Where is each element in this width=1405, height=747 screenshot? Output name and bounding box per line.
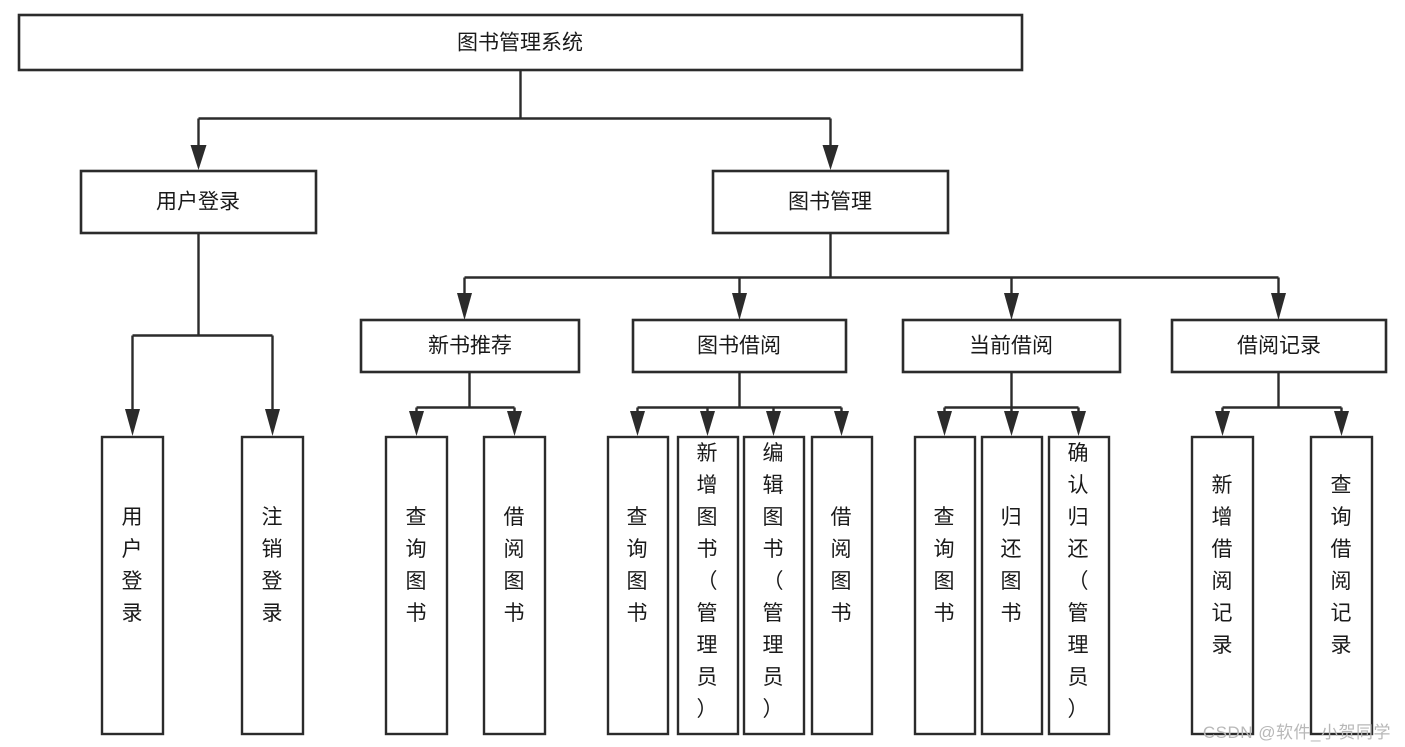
arrow-head-leaf-borrow-book [834,411,849,436]
node-book-borrow-box[interactable] [631,318,848,374]
arrow-head-leaf-query-book-rec [409,411,424,436]
arrow-head-leaf-query-record [1334,411,1349,436]
node-leaf-borrow-book-label: 借阅图书 [831,506,852,625]
node-book-manage-label: 图书管理 [788,191,872,214]
node-book-manage-box[interactable] [711,169,950,235]
arrow-head-leaf-confirm-return [1071,411,1086,436]
arrow-head-leaf-user-logout [265,409,280,436]
node-leaf-edit-book[interactable]: 编辑图书（管理员） [742,435,806,736]
node-borrow-record-box[interactable] [1170,318,1388,374]
node-leaf-edit-book-label: 编辑图书（管理员） [763,442,784,721]
arrow-head-leaf-borrow-book-rec [507,411,522,436]
node-borrow-record-label: 借阅记录 [1237,335,1321,358]
node-root-label: 图书管理系统 [457,32,583,55]
node-leaf-borrow-book-rec[interactable]: 借阅图书 [482,435,547,736]
arrow-head-book-borrow [732,293,747,320]
node-current-borrow-box[interactable] [901,318,1122,374]
node-book-borrow[interactable]: 图书借阅 [631,318,848,374]
node-leaf-query-book-rec[interactable]: 查询图书 [384,435,449,736]
node-leaf-query-record-box[interactable] [1309,435,1374,736]
node-book-borrow-label: 图书借阅 [697,335,781,358]
node-leaf-borrow-book-rec-box[interactable] [482,435,547,736]
node-leaf-add-record-label: 新增借阅记录 [1212,474,1233,657]
arrow-head-leaf-add-record [1215,411,1230,436]
node-leaf-query-book-borrow-label: 查询图书 [627,506,648,625]
arrow-head-book-manage [822,145,839,170]
arrow-head-user-login [190,145,207,170]
node-leaf-confirm-return[interactable]: 确认归还（管理员） [1047,435,1111,736]
node-leaf-query-record-label: 查询借阅记录 [1331,474,1352,657]
node-leaf-return-book[interactable]: 归还图书 [980,435,1044,736]
node-leaf-user-login[interactable]: 用户登录 [100,435,165,736]
node-new-book-rec-box[interactable] [359,318,581,374]
node-root[interactable]: 图书管理系统 [17,13,1024,72]
node-leaf-user-logout-label: 注销登录 [262,506,283,625]
node-leaf-query-book-current-box[interactable] [913,435,977,736]
node-leaf-return-book-box[interactable] [980,435,1044,736]
node-leaf-add-book-label: 新增图书（管理员） [697,442,718,721]
node-leaf-user-login-box[interactable] [100,435,165,736]
node-leaf-confirm-return-box[interactable] [1047,435,1111,736]
arrow-head-leaf-add-book [700,411,715,436]
node-leaf-user-logout-box[interactable] [240,435,305,736]
node-leaf-confirm-return-label: 确认归还（管理员） [1068,442,1089,721]
node-current-borrow[interactable]: 当前借阅 [901,318,1122,374]
node-leaf-query-record[interactable]: 查询借阅记录 [1309,435,1374,736]
node-leaf-borrow-book-rec-label: 借阅图书 [504,506,525,625]
node-user-login-label: 用户登录 [156,191,240,214]
arrow-head-leaf-return-book [1004,411,1019,436]
node-user-login[interactable]: 用户登录 [79,169,318,235]
node-new-book-rec[interactable]: 新书推荐 [359,318,581,374]
node-leaf-add-record-box[interactable] [1190,435,1255,736]
arrow-head-new-book-rec [457,293,472,320]
node-leaf-add-book-box[interactable] [676,435,740,736]
node-leaf-edit-book-box[interactable] [742,435,806,736]
node-leaf-user-login-label: 用户登录 [122,506,143,625]
node-current-borrow-label: 当前借阅 [969,335,1053,358]
node-new-book-rec-label: 新书推荐 [428,335,512,358]
node-leaf-borrow-book[interactable]: 借阅图书 [810,435,874,736]
node-user-login-box[interactable] [79,169,318,235]
node-root-box[interactable] [17,13,1024,72]
node-leaf-return-book-label: 归还图书 [1001,506,1022,625]
node-leaf-query-book-rec-box[interactable] [384,435,449,736]
arrow-head-leaf-edit-book [766,411,781,436]
node-leaf-query-book-borrow[interactable]: 查询图书 [606,435,670,736]
node-leaf-query-book-current-label: 查询图书 [934,506,955,625]
node-leaf-query-book-current[interactable]: 查询图书 [913,435,977,736]
node-leaf-add-record[interactable]: 新增借阅记录 [1190,435,1255,736]
node-leaf-user-logout[interactable]: 注销登录 [240,435,305,736]
arrow-head-leaf-query-book-borrow [630,411,645,436]
node-leaf-borrow-book-box[interactable] [810,435,874,736]
arrow-head-leaf-query-book-current [937,411,952,436]
connector-layer [125,70,1349,436]
arrow-head-current-borrow [1004,293,1019,320]
node-leaf-query-book-rec-label: 查询图书 [406,506,427,625]
arrow-head-leaf-user-login [125,409,140,436]
node-leaf-query-book-borrow-box[interactable] [606,435,670,736]
arrow-head-borrow-record [1271,293,1286,320]
node-book-manage[interactable]: 图书管理 [711,169,950,235]
node-borrow-record[interactable]: 借阅记录 [1170,318,1388,374]
node-leaf-add-book[interactable]: 新增图书（管理员） [676,435,740,736]
